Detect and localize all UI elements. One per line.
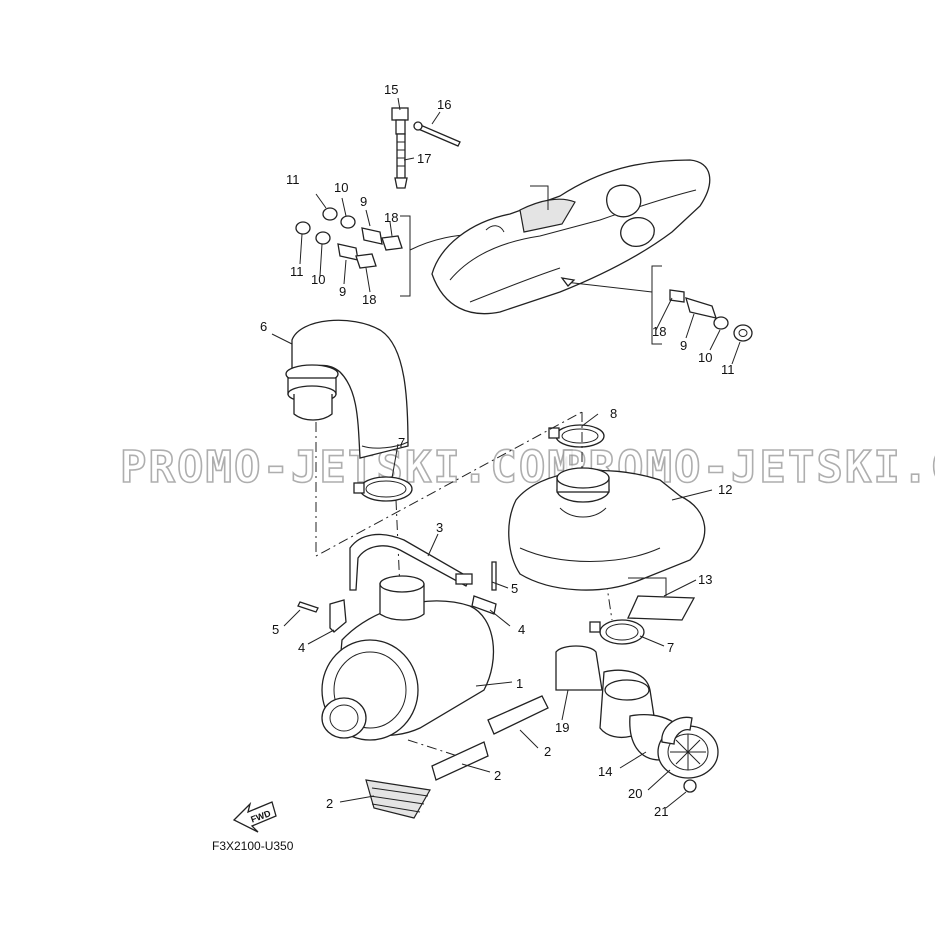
callout-11-bottom: 11 — [290, 264, 304, 279]
outlet-elbow — [555, 645, 719, 793]
plate — [627, 577, 696, 621]
callout-numbers: 15 16 17 11 10 9 18 11 10 9 18 18 9 10 1… — [260, 82, 735, 819]
strap-belt — [349, 533, 473, 591]
callout-14: 14 — [598, 764, 612, 779]
callout-16: 16 — [437, 97, 451, 112]
callout-18-top: 18 — [384, 210, 398, 225]
callout-18-right: 18 — [652, 324, 666, 339]
heat-shields — [365, 695, 549, 819]
callout-5-right: 5 — [511, 581, 518, 596]
callout-19: 19 — [555, 720, 569, 735]
drawing-code: F3X2100-U350 — [212, 839, 294, 853]
hose-clamps — [353, 424, 645, 645]
callout-18-bottom: 18 — [362, 292, 376, 307]
callout-21: 21 — [654, 804, 668, 819]
callout-4-left: 4 — [298, 640, 305, 655]
intake-duct — [285, 319, 409, 459]
water-lock-tank — [508, 467, 706, 591]
callout-6: 6 — [260, 319, 267, 334]
callout-11-right: 11 — [721, 362, 735, 377]
callout-2-left: 2 — [326, 796, 333, 811]
callout-3: 3 — [436, 520, 443, 535]
callout-7-upper: 7 — [398, 435, 405, 450]
callout-9-bottom: 9 — [339, 284, 346, 299]
callout-12: 12 — [718, 482, 732, 497]
brackets — [297, 561, 497, 633]
callout-10-bottom: 10 — [311, 272, 325, 287]
callout-1: 1 — [516, 676, 523, 691]
fwd-arrow-icon: FWD — [232, 801, 277, 833]
callout-10-top: 10 — [334, 180, 348, 195]
callout-15: 15 — [384, 82, 398, 97]
callout-13: 13 — [698, 572, 712, 587]
leader-lines — [271, 97, 741, 809]
callout-2-right: 2 — [544, 744, 551, 759]
watercraft-outline — [431, 159, 711, 315]
callout-5-left: 5 — [272, 622, 279, 637]
grommet-set-right — [560, 265, 753, 345]
callout-20: 20 — [628, 786, 642, 801]
watermark: PROMO-JETSKI.COM PROMO-JETSKI.COM — [119, 441, 935, 494]
callout-11-top: 11 — [286, 172, 300, 187]
callout-8: 8 — [610, 406, 617, 421]
watermark-left: PROMO-JETSKI.COM — [120, 442, 576, 493]
grommet-set-left — [295, 207, 492, 297]
muffler — [321, 575, 495, 741]
callout-9-right: 9 — [680, 338, 687, 353]
cable-tie-group — [391, 107, 461, 189]
callout-9-top: 9 — [360, 194, 367, 209]
callout-2-center: 2 — [494, 768, 501, 783]
callout-17: 17 — [417, 151, 431, 166]
callout-7-lower: 7 — [667, 640, 674, 655]
callout-4-right: 4 — [518, 622, 525, 637]
callout-10-right: 10 — [698, 350, 712, 365]
